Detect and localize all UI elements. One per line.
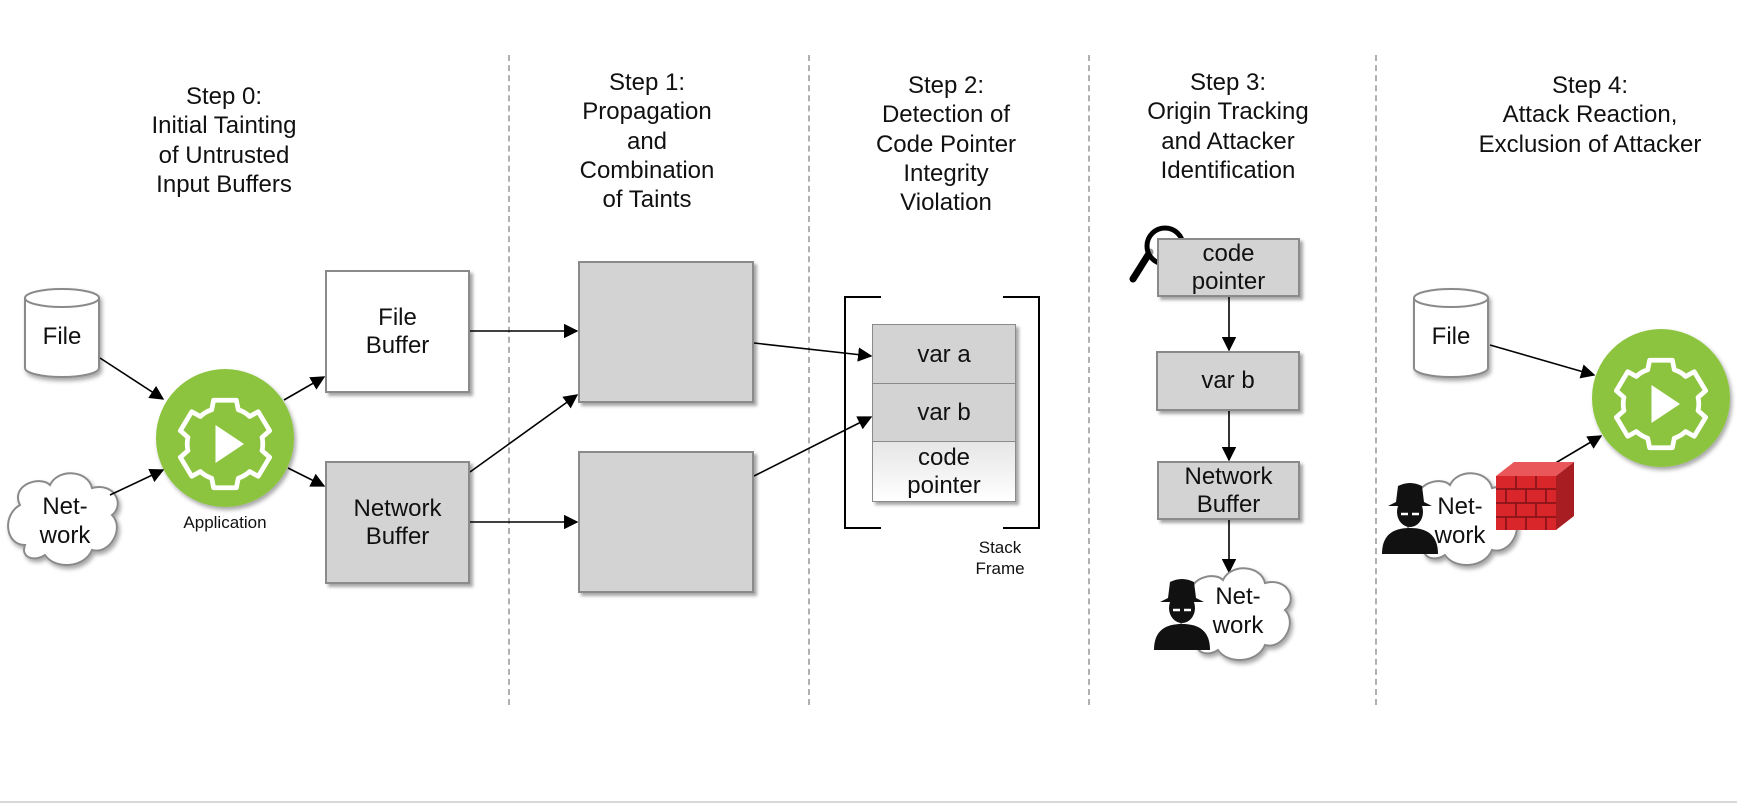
network-label-line: work bbox=[1434, 522, 1486, 550]
step-4-heading: Step 4: Attack Reaction, Exclusion of At… bbox=[1440, 71, 1737, 159]
step-0-line: Input Buffers bbox=[156, 170, 292, 198]
arrow-file-to-app bbox=[99, 357, 165, 400]
step-0-heading: Step 0: Initial Tainting of Untrusted In… bbox=[124, 82, 324, 199]
step-0-title: Step 0: bbox=[185, 83, 263, 110]
arrow-app-to-network-buffer bbox=[287, 467, 326, 487]
origin-var-b-box: var b bbox=[1156, 351, 1300, 411]
arrow-combined-top-to-var-a bbox=[753, 342, 873, 362]
network-label-line: Net- bbox=[1437, 493, 1483, 520]
origin-code-pointer-line: code bbox=[1202, 239, 1255, 267]
stack-code-pointer: code pointer bbox=[872, 441, 1016, 502]
step-1-line: Propagation bbox=[582, 98, 712, 126]
step-divider bbox=[1088, 55, 1090, 705]
step-3-heading: Step 3: Origin Tracking and Attacker Ide… bbox=[1118, 68, 1338, 185]
step-0-line: Initial Tainting bbox=[151, 112, 297, 140]
origin-code-pointer-box: code pointer bbox=[1157, 238, 1300, 297]
arrow-file-to-app bbox=[1489, 344, 1596, 379]
network-buffer-line: Buffer bbox=[365, 522, 430, 550]
file-database-icon bbox=[1413, 288, 1489, 378]
origin-code-pointer-line: pointer bbox=[1191, 267, 1266, 295]
network-buffer-box: Network Buffer bbox=[325, 461, 470, 584]
step-divider bbox=[508, 55, 510, 705]
step-4-title: Step 4: bbox=[1551, 72, 1629, 99]
network-label-line: work bbox=[39, 522, 91, 550]
file-buffer-line: File bbox=[378, 303, 417, 331]
step-2-heading: Step 2: Detection of Code Pointer Integr… bbox=[836, 71, 1056, 217]
file-buffer-line: Buffer bbox=[365, 331, 430, 359]
network-label: Net- work bbox=[20, 492, 110, 551]
stack-code-pointer-line: code bbox=[917, 443, 971, 471]
combined-taint-box-bottom bbox=[578, 451, 754, 593]
step-divider bbox=[1375, 55, 1377, 705]
network-label-line: Net- bbox=[42, 493, 88, 520]
stack-code-pointer-line: pointer bbox=[907, 471, 981, 499]
step-2-line: Integrity bbox=[903, 159, 989, 187]
step-2-title: Step 2: bbox=[907, 72, 985, 99]
file-label: File bbox=[42, 323, 82, 350]
step-divider bbox=[808, 55, 810, 705]
arrow-combined-bottom-to-var-b bbox=[753, 416, 873, 477]
attacker-network-label-line: work bbox=[1212, 612, 1264, 640]
step-3-line: Identification bbox=[1160, 156, 1296, 184]
firewall-icon bbox=[1496, 462, 1574, 530]
step-3-title: Step 3: bbox=[1189, 69, 1267, 96]
stack-frame-label-line: Stack bbox=[978, 538, 1022, 557]
arrow-network-buffer-to-combined-top bbox=[469, 394, 579, 473]
step-1-line: of Taints bbox=[602, 186, 692, 214]
step-1-line: and bbox=[626, 127, 668, 155]
arrow-network-to-app bbox=[109, 469, 165, 496]
network-label: Net- work bbox=[1420, 492, 1500, 551]
stack-frame-label-line: Frame bbox=[975, 558, 1025, 578]
attacker-network-label-line: Net- bbox=[1215, 583, 1261, 610]
stack-frame-label: Stack Frame bbox=[960, 538, 1040, 579]
step-3-line: Origin Tracking bbox=[1147, 98, 1309, 126]
stack-frame-bracket-right bbox=[1003, 296, 1040, 529]
step-3-line: and Attacker bbox=[1161, 127, 1295, 155]
network-buffer-line: Network bbox=[353, 494, 442, 522]
origin-network-buffer-line: Network bbox=[1184, 462, 1273, 490]
step-4-line: Attack Reaction, bbox=[1502, 101, 1678, 129]
step-4-line: Exclusion of Attacker bbox=[1478, 130, 1702, 158]
step-1-title: Step 1: bbox=[608, 69, 686, 96]
step-1-line: Combination bbox=[579, 156, 715, 184]
step-2-line: Violation bbox=[900, 189, 992, 217]
arrow-app-to-file-buffer bbox=[283, 376, 326, 401]
stack-var-b: var b bbox=[872, 383, 1016, 443]
application-gear-icon bbox=[1592, 329, 1730, 467]
attacker-icon bbox=[1382, 483, 1438, 554]
file-label: File bbox=[1431, 323, 1471, 350]
origin-network-buffer-box: Network Buffer bbox=[1157, 461, 1300, 520]
origin-network-buffer-line: Buffer bbox=[1196, 490, 1261, 518]
application-gear-icon bbox=[156, 369, 294, 507]
stack-var-a: var a bbox=[872, 324, 1016, 385]
file-buffer-box: File Buffer bbox=[325, 270, 470, 393]
application-label: Application bbox=[183, 513, 267, 532]
step-2-line: Code Pointer bbox=[875, 130, 1017, 158]
attacker-icon bbox=[1154, 579, 1210, 650]
file-database-icon bbox=[24, 288, 100, 378]
bottom-border bbox=[0, 801, 1737, 803]
step-1-heading: Step 1: Propagation and Combination of T… bbox=[547, 68, 747, 214]
combined-taint-box-top bbox=[578, 261, 754, 403]
attacker-network-label: Net- work bbox=[1198, 582, 1278, 641]
stack-frame: var a var b code pointer bbox=[872, 324, 1016, 502]
step-0-line: of Untrusted bbox=[158, 141, 290, 169]
step-2-line: Detection of bbox=[881, 101, 1011, 129]
stack-frame-bracket-left bbox=[844, 296, 881, 529]
